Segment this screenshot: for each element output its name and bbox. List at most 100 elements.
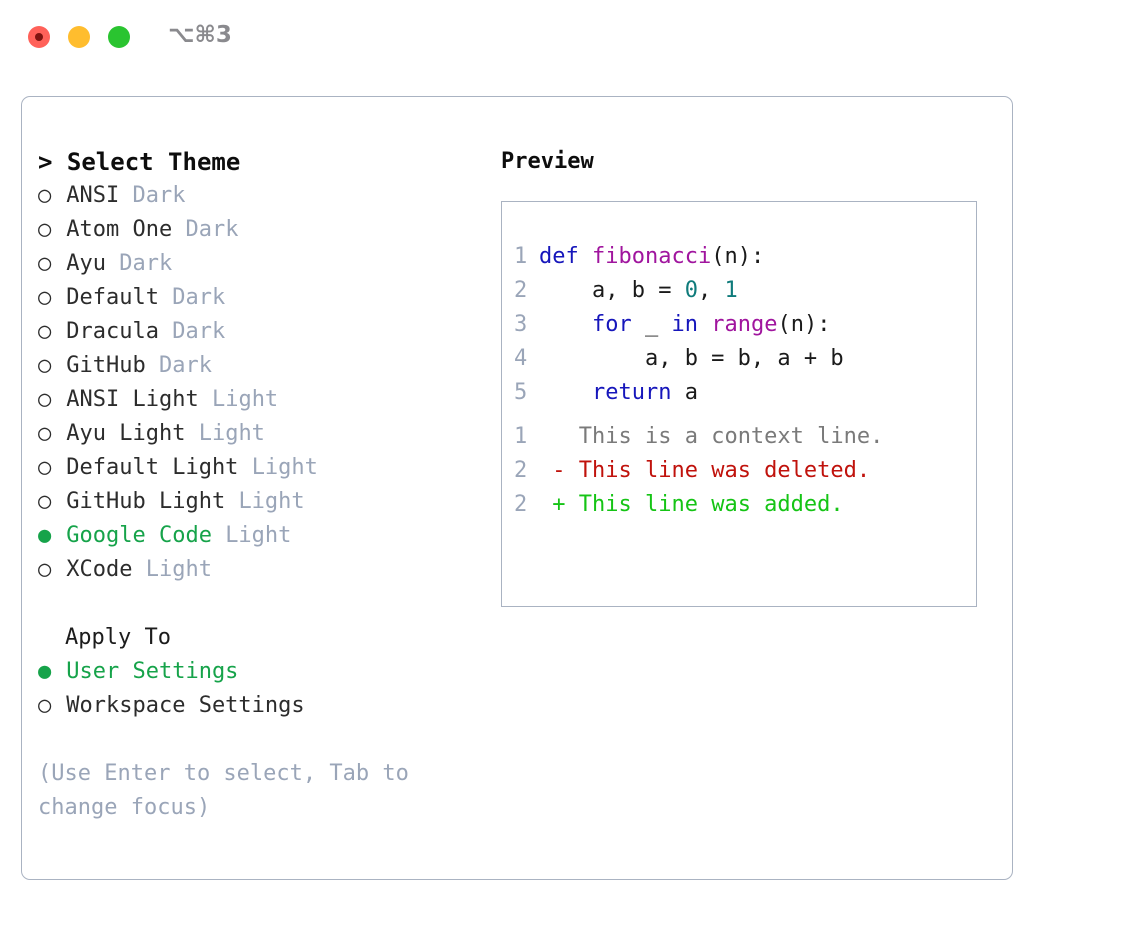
theme-mode-badge: Dark: [185, 217, 239, 242]
theme-name: GitHub: [53, 353, 159, 378]
apply-to-group: Apply To ● User Settings○ Workspace Sett…: [38, 621, 488, 723]
line-number: 1: [514, 424, 528, 449]
diff-line-removed: 2 - This line was deleted.: [514, 454, 968, 488]
preview-header: Preview: [501, 149, 594, 174]
code-token: [698, 312, 711, 337]
theme-mode-badge: Dark: [132, 183, 186, 208]
theme-list-item[interactable]: ○ Default Dark: [38, 281, 488, 315]
code-token: (n):: [711, 244, 765, 269]
theme-list-item[interactable]: ○ Ayu Dark: [38, 247, 488, 281]
keyboard-hint-text: (Use Enter to select, Tab to change focu…: [38, 761, 423, 820]
code-token: def: [539, 244, 579, 269]
theme-name: Ayu: [53, 251, 120, 276]
theme-list-item[interactable]: ● Google Code Light: [38, 519, 488, 553]
theme-mode-badge: Light: [238, 489, 305, 514]
theme-list-item[interactable]: ○ Ayu Light Light: [38, 417, 488, 451]
diff-marker: [539, 424, 579, 449]
theme-mode-badge: Dark: [158, 353, 212, 378]
radio-unselected-icon: ○: [38, 489, 52, 514]
diff-line-context: 1 This is a context line.: [514, 420, 968, 454]
radio-unselected-icon: ○: [38, 693, 52, 718]
theme-name: Ayu Light: [53, 421, 199, 446]
radio-selected-icon: ●: [38, 659, 52, 684]
apply-to-option[interactable]: ● User Settings: [38, 655, 488, 689]
code-token: fibonacci: [592, 244, 712, 269]
radio-selected-icon: ●: [38, 523, 52, 548]
theme-name: Atom One: [53, 217, 186, 242]
theme-mode-badge: Light: [198, 421, 265, 446]
line-number: 4: [514, 346, 528, 371]
code-token: return: [591, 380, 672, 405]
theme-list: ○ ANSI Dark○ Atom One Dark○ Ayu Dark○ De…: [38, 179, 488, 587]
apply-to-option[interactable]: ○ Workspace Settings: [38, 689, 488, 723]
theme-list-item[interactable]: ○ ANSI Light Light: [38, 383, 488, 417]
theme-selector-column: > Select Theme ○ ANSI Dark○ Atom One Dar…: [38, 145, 488, 825]
line-number: 5: [514, 380, 528, 405]
code-token: in: [671, 312, 698, 337]
diff-text: This line was added.: [578, 492, 844, 517]
radio-unselected-icon: ○: [38, 285, 52, 310]
code-token: [539, 312, 592, 337]
theme-name: Google Code: [53, 523, 226, 548]
theme-list-item[interactable]: ○ ANSI Dark: [38, 179, 488, 213]
radio-unselected-icon: ○: [38, 421, 52, 446]
code-token: a, b =: [539, 278, 685, 303]
keyboard-shortcut-label: ⌥⌘3: [168, 22, 232, 48]
radio-unselected-icon: ○: [38, 319, 52, 344]
diff-text: This is a context line.: [578, 424, 884, 449]
diff-sample: 1 This is a context line.2 - This line w…: [514, 420, 968, 522]
radio-unselected-icon: ○: [38, 251, 52, 276]
code-token: a, b = b, a + b: [539, 346, 844, 371]
radio-unselected-icon: ○: [38, 455, 52, 480]
apply-to-title: Apply To: [65, 625, 171, 650]
maximize-button[interactable]: [108, 26, 130, 48]
main-panel: > Select Theme ○ ANSI Dark○ Atom One Dar…: [21, 96, 1013, 880]
theme-list-item[interactable]: ○ Default Light Light: [38, 451, 488, 485]
code-line: 1 def fibonacci(n):: [514, 240, 968, 274]
theme-mode-badge: Light: [145, 557, 212, 582]
diff-text: This line was deleted.: [578, 458, 871, 483]
line-number: 2: [514, 278, 528, 303]
code-token: 0: [684, 278, 698, 303]
code-token: _: [631, 312, 672, 337]
apply-to-list: ● User Settings○ Workspace Settings: [38, 655, 488, 723]
close-button[interactable]: [28, 26, 50, 48]
theme-list-item[interactable]: ○ GitHub Light Light: [38, 485, 488, 519]
apply-to-option-label: Workspace Settings: [53, 693, 305, 718]
diff-marker: +: [539, 492, 579, 517]
code-line: 5 return a: [514, 376, 968, 410]
traffic-light-group: [28, 26, 130, 48]
code-token: [579, 244, 592, 269]
diff-marker: -: [539, 458, 579, 483]
line-number: 2: [514, 492, 528, 517]
theme-list-item[interactable]: ○ XCode Light: [38, 553, 488, 587]
code-token: ,: [697, 278, 725, 303]
diff-line-added: 2 + This line was added.: [514, 488, 968, 522]
theme-list-item[interactable]: ○ Atom One Dark: [38, 213, 488, 247]
minimize-button[interactable]: [68, 26, 90, 48]
theme-mode-badge: Light: [225, 523, 292, 548]
radio-unselected-icon: ○: [38, 217, 52, 242]
code-token: [539, 380, 592, 405]
theme-name: XCode: [53, 557, 146, 582]
code-token: for: [591, 312, 632, 337]
radio-unselected-icon: ○: [38, 183, 52, 208]
code-token: 1: [724, 278, 738, 303]
radio-unselected-icon: ○: [38, 387, 52, 412]
code-line: 2 a, b = 0, 1: [514, 274, 968, 308]
line-number: 2: [514, 458, 528, 483]
radio-unselected-icon: ○: [38, 557, 52, 582]
title-bar: ⌥⌘3: [0, 0, 1140, 78]
theme-name: Default: [53, 285, 173, 310]
apply-to-option-label: User Settings: [53, 659, 239, 684]
theme-list-item[interactable]: ○ Dracula Dark: [38, 315, 488, 349]
theme-name: Default Light: [53, 455, 252, 480]
theme-name: ANSI: [53, 183, 133, 208]
theme-mode-badge: Dark: [172, 319, 226, 344]
theme-list-item[interactable]: ○ GitHub Dark: [38, 349, 488, 383]
line-number: 1: [514, 244, 528, 269]
code-line: 4 a, b = b, a + b: [514, 342, 968, 376]
theme-name: GitHub Light: [53, 489, 239, 514]
